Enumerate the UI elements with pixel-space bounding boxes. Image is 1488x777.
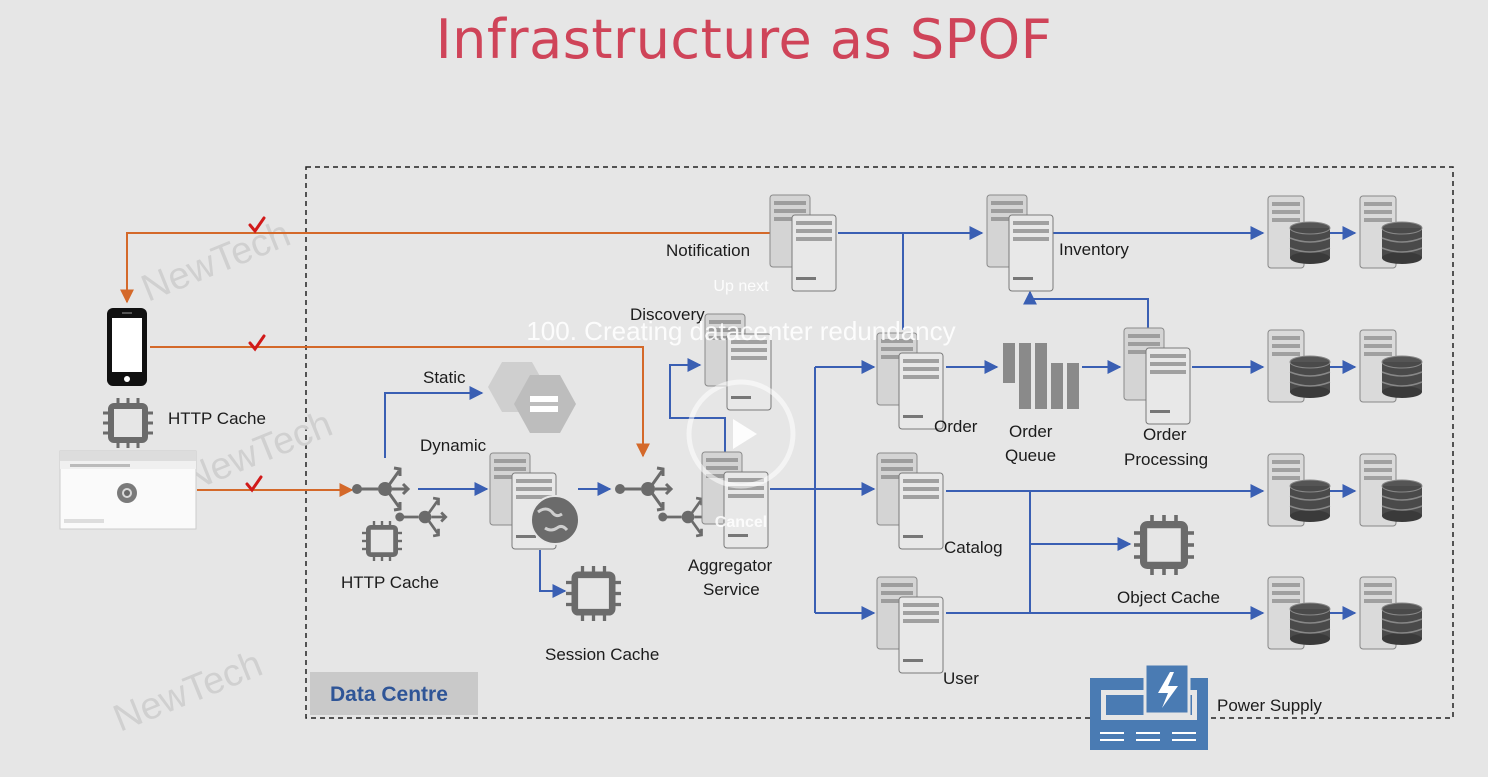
check-marks: [245, 216, 266, 493]
static-storage-icon: [488, 362, 576, 433]
notification-server-icon: [769, 194, 837, 292]
database-icon: [1359, 576, 1423, 650]
up-next-label: Up next: [713, 278, 769, 295]
data-centre-label: Data Centre: [330, 683, 448, 706]
order-server-icon: [876, 332, 944, 430]
data-centre-label-box: [310, 672, 478, 715]
user-server-icon: [876, 576, 944, 674]
next-video-title[interactable]: 100. Creating datacenter redundancy: [526, 316, 955, 346]
watermark: NewTech: [108, 643, 269, 740]
static-label: Static: [423, 368, 466, 387]
client-flows: [120, 232, 770, 497]
edge-http-cache-label: HTTP Cache: [341, 573, 439, 592]
database-icon: [1267, 329, 1331, 403]
database-icon: [1267, 195, 1331, 269]
edge-http-cache-chip-icon: [362, 521, 402, 561]
data-centre-boundary: [305, 166, 1454, 719]
order-processing-label-line2: Processing: [1124, 450, 1208, 469]
play-button[interactable]: [686, 379, 796, 489]
chip-icon: [103, 398, 153, 448]
aggregator-label-line2: Service: [703, 580, 760, 599]
object-cache-label: Object Cache: [1117, 588, 1220, 607]
cancel-button[interactable]: Cancel: [715, 514, 767, 531]
discovery-label: Discovery: [630, 305, 705, 324]
order-processing-label-line1: Order: [1143, 425, 1187, 444]
database-icon: [1359, 329, 1423, 403]
aggregator-server-icon: [701, 451, 769, 549]
order-label: Order: [934, 417, 978, 436]
session-cache-label: Session Cache: [545, 645, 659, 664]
database-icon: [1359, 453, 1423, 527]
database-servers: [1267, 195, 1423, 650]
check-icon: [248, 334, 266, 352]
check-icon: [245, 475, 263, 493]
play-icon: [733, 419, 757, 449]
up-next-overlay: Up next 100. Creating datacenter redunda…: [526, 278, 955, 531]
user-label: User: [943, 669, 979, 688]
database-icon: [1267, 453, 1331, 527]
globe-icon: [530, 495, 580, 545]
session-cache-chip-icon: [566, 566, 621, 621]
database-icon: [1359, 195, 1423, 269]
notification-label: Notification: [666, 241, 750, 260]
order-processing-server-icon: [1123, 327, 1191, 425]
service-flows: [384, 226, 1357, 620]
check-icon: [248, 216, 266, 234]
power-supply-icon: [1090, 662, 1208, 750]
order-queue-label-line2: Queue: [1005, 446, 1056, 465]
dynamic-label: Dynamic: [420, 436, 487, 455]
order-queue-label-line1: Order: [1009, 422, 1053, 441]
catalog-server-icon: [876, 452, 944, 550]
order-queue-icon: [1003, 343, 1079, 409]
aggregator-load-balancer-icon: [613, 466, 711, 538]
aggregator-label-line1: Aggregator: [688, 556, 772, 575]
client-http-cache-label: HTTP Cache: [168, 409, 266, 428]
catalog-label: Catalog: [944, 538, 1003, 557]
watermark: NewTech: [136, 213, 297, 310]
inventory-label: Inventory: [1059, 240, 1129, 259]
page-title: Infrastructure as SPOF: [435, 8, 1053, 71]
browser-window-icon: [59, 450, 197, 530]
mobile-phone-icon: [107, 308, 147, 386]
inventory-server-icon: [986, 194, 1054, 292]
database-icon: [1267, 576, 1331, 650]
power-supply-label: Power Supply: [1217, 696, 1322, 715]
object-cache-chip-icon: [1134, 515, 1194, 575]
edge-load-balancer-icon: [350, 466, 448, 538]
